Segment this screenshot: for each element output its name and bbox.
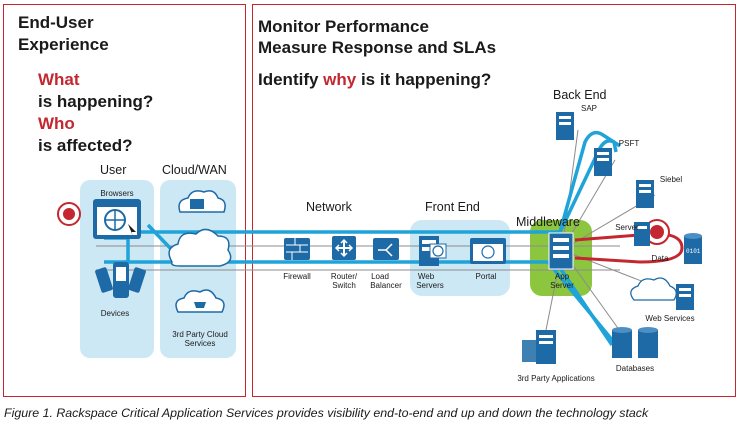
label-databases: Databases	[615, 364, 655, 373]
cloud-browser-icon	[178, 190, 226, 213]
monitor-title-line1: Monitor Performance	[258, 17, 429, 36]
monitor-panel	[252, 4, 736, 397]
label-third-party-cloud-line1: 3rd Party Cloud	[172, 330, 228, 339]
label-sap: SAP	[580, 104, 597, 113]
label-router-line2: Switch	[332, 281, 356, 290]
label-portal: Portal	[475, 272, 497, 281]
label-web-servers-line1: Web	[417, 272, 435, 281]
label-siebel: Siebel	[659, 175, 683, 184]
label-router-line1: Router/	[330, 272, 358, 281]
web-services-cloud-icon	[630, 277, 677, 301]
identify-why-heading: Identify why is it happening?	[258, 70, 491, 90]
load-balancer-icon	[373, 238, 399, 260]
section-middleware: Middleware	[516, 215, 580, 229]
portal-icon	[470, 238, 506, 264]
label-lb-line1: Load	[371, 272, 389, 281]
label-devices: Devices	[100, 309, 130, 318]
section-back-end: Back End	[553, 88, 607, 102]
end-user-title-line2: Experience	[18, 35, 109, 54]
label-third-party-cloud-line2: Services	[184, 339, 216, 348]
label-web-servers-line2: Servers	[416, 281, 444, 290]
section-user: User	[100, 163, 127, 177]
label-third-party-applications: 3rd Party Applications	[517, 374, 595, 383]
label-app-server-line2: Server	[550, 281, 574, 290]
section-network: Network	[306, 200, 352, 214]
server-icon	[634, 222, 650, 246]
what-question: is happening?	[38, 92, 154, 111]
wan-cloud-icon	[168, 228, 232, 267]
what-keyword: What	[38, 70, 80, 89]
alert-marker-user	[57, 202, 81, 226]
siebel-server-icon	[636, 180, 654, 208]
label-app-server-line1: App	[554, 272, 570, 281]
app-server-icon	[548, 232, 574, 270]
label-server: Server	[615, 223, 639, 232]
architecture-diagram: 0101	[57, 112, 702, 364]
end-user-panel	[3, 4, 246, 397]
web-services-server-icon	[676, 284, 694, 310]
svg-text:0101: 0101	[686, 248, 701, 255]
web-servers-icon	[419, 236, 447, 266]
router-switch-icon	[332, 236, 356, 260]
end-user-title-line1: End-User	[18, 13, 94, 32]
databases-icon	[612, 327, 658, 358]
label-lb-line2: Balancer	[370, 281, 402, 290]
who-keyword: Who	[38, 114, 75, 133]
figure-caption: Figure 1. Rackspace Critical Application…	[4, 406, 649, 420]
firewall-icon	[284, 238, 310, 260]
third-party-app-server-icon	[522, 330, 556, 364]
label-psft: PSFT	[618, 139, 640, 148]
section-front-end: Front End	[425, 200, 480, 214]
alert-marker-server	[644, 219, 670, 245]
label-browsers: Browsers	[100, 189, 134, 198]
psft-server-icon	[594, 148, 612, 176]
label-data: Data	[651, 254, 669, 263]
section-cloud-wan: Cloud/WAN	[162, 163, 227, 177]
why-keyword: why	[323, 70, 357, 89]
third-party-cloud-icon	[175, 289, 225, 313]
browser-window-icon	[93, 199, 141, 239]
label-web-services: Web Services	[645, 314, 695, 323]
label-firewall: Firewall	[283, 272, 311, 281]
cloud-wan-zone	[160, 180, 236, 358]
devices-icon	[95, 262, 146, 298]
sap-server-icon	[556, 112, 574, 140]
identify-suffix: is it happening?	[356, 70, 492, 89]
identify-prefix: Identify	[258, 70, 324, 89]
monitor-title-line2: Measure Response and SLAs	[258, 38, 497, 57]
who-question: is affected?	[38, 136, 133, 155]
data-database-icon: 0101	[684, 233, 702, 264]
